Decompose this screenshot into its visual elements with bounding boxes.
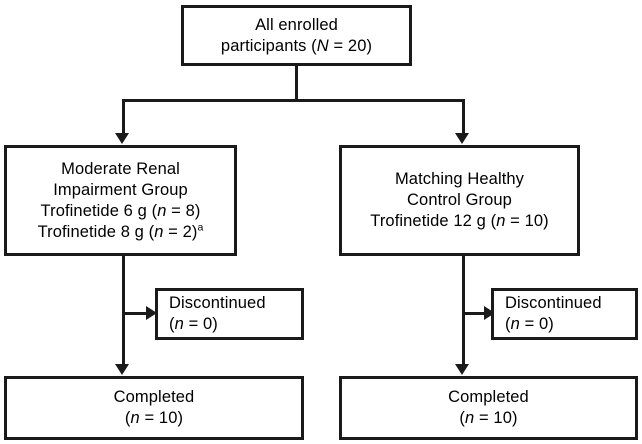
connector-right-stem (462, 256, 465, 366)
node-matching-healthy-control-group: Matching Healthy Control Group Trofineti… (339, 145, 580, 256)
node-comp-left-line-2: (n = 10) (124, 409, 184, 427)
node-disc-left-line-1: Discontinued (169, 294, 266, 312)
node-enrolled-line-1: All enrolled (255, 15, 338, 34)
connector-enrolled-trunk (295, 66, 298, 101)
node-control-line-1: Matching Healthy (394, 170, 525, 188)
connector-branch-left (122, 99, 125, 134)
connector-right-to-discontinued (462, 312, 486, 315)
arrowhead-to-completed-right (455, 364, 469, 375)
arrowhead-to-control-group (455, 133, 469, 144)
connector-left-to-discontinued (122, 312, 148, 315)
node-all-enrolled-participants: All enrolled participants (N = 20) (181, 5, 412, 66)
node-completed-control: Completed (n = 10) (339, 376, 638, 440)
node-control-line-2: Control Group (407, 191, 512, 209)
node-disc-right-line-1: Discontinued (505, 294, 602, 312)
node-comp-right-line-1: Completed (448, 388, 529, 406)
node-comp-left-line-1: Completed (113, 388, 195, 406)
node-completed-renal: Completed (n = 10) (4, 376, 304, 440)
node-comp-right-line-2: (n = 10) (459, 409, 518, 427)
node-enrolled-line-2: participants (N = 20) (220, 36, 373, 55)
node-disc-left-line-2: (n = 0) (169, 315, 218, 333)
footnote-marker-a: a (197, 221, 204, 233)
arrowhead-to-renal-group (115, 133, 129, 144)
arrowhead-to-discontinued-right (484, 306, 495, 320)
connector-branch-right (462, 99, 465, 134)
node-renal-line-3: Trofinetide 6 g (n = 8) (40, 201, 201, 220)
node-disc-right-line-2: (n = 0) (505, 315, 554, 333)
node-control-line-3: Trofinetide 12 g (n = 10) (370, 212, 549, 230)
arrowhead-to-completed-left (115, 364, 129, 375)
connector-left-stem (122, 256, 125, 366)
node-renal-line-4: Trofinetide 8 g (n = 2)a (37, 221, 204, 241)
connector-split-bar (122, 99, 465, 102)
node-renal-line-2: Impairment Group (53, 180, 188, 199)
arrowhead-to-discontinued-left (146, 306, 157, 320)
node-discontinued-control: Discontinued (n = 0) (491, 288, 638, 340)
node-discontinued-renal: Discontinued (n = 0) (155, 288, 304, 340)
node-moderate-renal-impairment-group: Moderate Renal Impairment Group Trofinet… (4, 145, 237, 256)
node-renal-line-1: Moderate Renal (61, 159, 180, 178)
